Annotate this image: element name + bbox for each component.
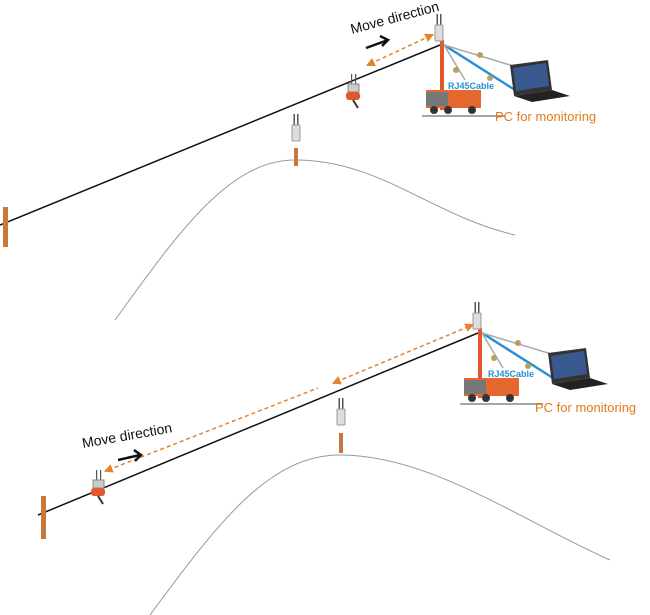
base-station bbox=[460, 302, 608, 404]
cable-label: RJ45Cable bbox=[488, 369, 534, 379]
access-point-middle bbox=[336, 397, 346, 426]
power-line bbox=[0, 44, 441, 226]
panel-bottom: Move direction RJ45Cable PC for monitori… bbox=[37, 302, 636, 615]
arrow-right-icon bbox=[365, 34, 391, 50]
pole-left bbox=[3, 207, 8, 247]
pole-middle bbox=[339, 433, 343, 453]
cable-label: RJ45Cable bbox=[448, 81, 494, 91]
pole-left bbox=[41, 496, 46, 539]
base-station bbox=[422, 14, 570, 116]
direction-arrow-dashed bbox=[331, 323, 475, 385]
inspection-robot bbox=[90, 469, 106, 505]
panel-top: Move direction RJ45Cable PC for monitori… bbox=[0, 0, 596, 321]
pole-middle bbox=[294, 148, 298, 166]
direction-arrow-dashed bbox=[103, 387, 319, 473]
move-direction-label: Move direction bbox=[349, 0, 441, 37]
arrow-right-icon bbox=[117, 448, 143, 462]
hill-curve bbox=[149, 454, 611, 615]
pc-label: PC for monitoring bbox=[535, 400, 636, 415]
hill-curve bbox=[114, 159, 516, 321]
pc-label: PC for monitoring bbox=[495, 109, 596, 124]
access-point-middle bbox=[291, 113, 301, 142]
move-direction-label: Move direction bbox=[81, 419, 173, 451]
direction-arrow-dashed bbox=[365, 33, 435, 67]
